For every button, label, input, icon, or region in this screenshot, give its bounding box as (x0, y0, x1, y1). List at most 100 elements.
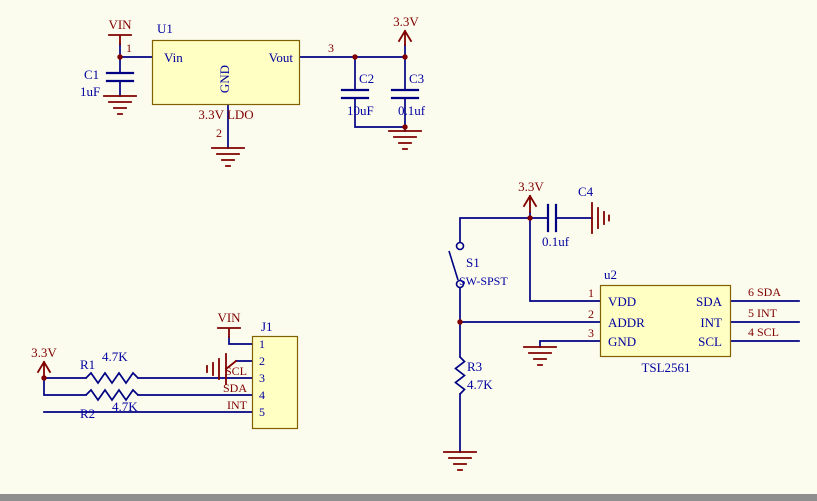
power-arrow-icon (522, 194, 538, 213)
resistor-r3[interactable]: R3 4.7K (454, 356, 494, 395)
j1-pin-4: 4 (259, 388, 265, 402)
capacitor-icon (105, 71, 135, 83)
r1-value-label: 4.7K (102, 349, 128, 364)
junction-dot (402, 124, 408, 130)
pin-number-1: 1 (126, 41, 132, 55)
power-net-label: VIN (217, 310, 241, 325)
junction-dot (352, 54, 358, 60)
u2-body (599, 284, 732, 358)
junction-dot (117, 54, 123, 60)
power-port-vin-regulator[interactable]: VIN (108, 17, 132, 45)
ground-icon (206, 353, 238, 385)
capacitor-icon (390, 88, 420, 100)
ground-icon (103, 95, 137, 115)
j1-pin-1: 1 (259, 337, 265, 351)
pin-number-1: 1 (588, 286, 594, 300)
j1-body (251, 335, 299, 430)
power-net-label: 3.3V (393, 14, 419, 29)
power-net-label: 3.3V (518, 179, 544, 194)
u1-pin-name-vin: Vin (164, 50, 183, 65)
u1-subtitle-label: 3.3V LDO (198, 107, 253, 122)
ground-icon (523, 346, 557, 366)
u1-ref-label: U1 (157, 21, 173, 36)
net-label-int: INT (757, 306, 778, 320)
pin-number-5: 5 (748, 306, 754, 320)
c3-ref-label: C3 (409, 71, 424, 86)
u1-body (151, 39, 301, 106)
wire (43, 336, 253, 413)
power-port-33v-pullups[interactable]: 3.3V (31, 345, 57, 379)
resistor-r1[interactable]: R1 4.7K (80, 349, 139, 385)
j1-pin-5: 5 (259, 405, 265, 419)
switch-s1[interactable]: S1 SW-SPST (448, 241, 508, 289)
ground-icon (591, 202, 610, 234)
regulator-circuit: VIN C1 1uF U1 Vin Vout GND 3.3V LDO 1 3 … (80, 14, 426, 167)
pin-number-2: 2 (588, 307, 594, 321)
junction-dot (457, 319, 463, 325)
junction-dot (41, 375, 47, 381)
r1-ref-label: R1 (80, 357, 95, 372)
resistor-icon (85, 371, 139, 385)
u2-pin-name-scl: SCL (698, 334, 722, 349)
net-label-scl: SCL (757, 325, 779, 339)
ground-icon (211, 147, 245, 167)
capacitor-c4[interactable]: C4 0.1uf (542, 184, 594, 249)
capacitor-c3[interactable]: C3 0.1uf (390, 71, 426, 118)
u2-pin-name-gnd: GND (608, 334, 636, 349)
u2-ref-label: u2 (604, 267, 617, 282)
c1-value-label: 1uF (80, 84, 100, 99)
u1-pin-name-gnd: GND (217, 65, 232, 93)
sensor-circuit: 3.3V C4 0.1uf S1 SW-SPST R3 4.7K u2 TSL2… (443, 179, 800, 471)
junction-dot (402, 54, 408, 60)
j1-ref-label: J1 (261, 319, 273, 334)
power-port-33v-sensor[interactable]: 3.3V (518, 179, 544, 213)
power-net-label: VIN (108, 17, 132, 32)
power-port-vin-j1[interactable]: VIN (217, 310, 241, 338)
component-u2[interactable]: u2 TSL2561 VDD ADDR GND SDA INT SCL 1 2 … (588, 267, 781, 375)
capacitor-c1[interactable]: C1 1uF (80, 67, 135, 99)
switch-terminal (455, 279, 465, 289)
r3-ref-label: R3 (467, 359, 482, 374)
resistor-icon (454, 356, 466, 395)
power-port-33v-output[interactable]: 3.3V (393, 14, 419, 46)
power-bar-icon (108, 34, 132, 45)
u2-pin-name-addr: ADDR (608, 315, 645, 330)
s1-value-label: SW-SPST (459, 274, 508, 288)
u2-pin-name-sda: SDA (696, 294, 723, 309)
c4-ref-label: C4 (578, 184, 594, 199)
resistor-icon (85, 388, 139, 402)
power-bar-icon (217, 327, 241, 338)
pin-number-4: 4 (748, 325, 754, 339)
j1-pin-2: 2 (259, 354, 265, 368)
junction-dot (527, 215, 533, 221)
c3-value-label: 0.1uf (398, 103, 426, 118)
switch-terminal (455, 241, 465, 251)
r2-value-label: 4.7K (112, 399, 138, 414)
r3-value-label: 4.7K (467, 377, 493, 392)
resistor-r2[interactable]: R2 4.7K (80, 388, 139, 421)
u2-pin-name-int: INT (700, 315, 722, 330)
window-bottom-edge (0, 494, 817, 501)
capacitor-c2[interactable]: C2 10uF (340, 71, 374, 118)
pin-number-3: 3 (328, 41, 334, 55)
component-u1[interactable]: U1 Vin Vout GND 3.3V LDO 1 3 2 (126, 21, 334, 140)
c2-value-label: 10uF (347, 103, 374, 118)
net-label-sda: SDA (223, 381, 247, 395)
pin-number-3: 3 (588, 326, 594, 340)
component-j1[interactable]: J1 1 2 3 4 5 (251, 319, 299, 430)
c4-value-label: 0.1uf (542, 234, 570, 249)
power-arrow-icon (397, 29, 413, 46)
u1-pin-name-vout: Vout (269, 50, 294, 65)
switch-lever-icon (448, 250, 459, 281)
j1-pin-3: 3 (259, 371, 265, 385)
s1-ref-label: S1 (466, 255, 480, 270)
net-label-int: INT (227, 398, 248, 412)
net-label-scl: SCL (225, 364, 247, 378)
power-net-label: 3.3V (31, 345, 57, 360)
pin-number-6: 6 (748, 285, 754, 299)
u2-part-label: TSL2561 (641, 360, 690, 375)
net-label-sda: SDA (757, 285, 781, 299)
u2-pin-name-vdd: VDD (608, 294, 636, 309)
